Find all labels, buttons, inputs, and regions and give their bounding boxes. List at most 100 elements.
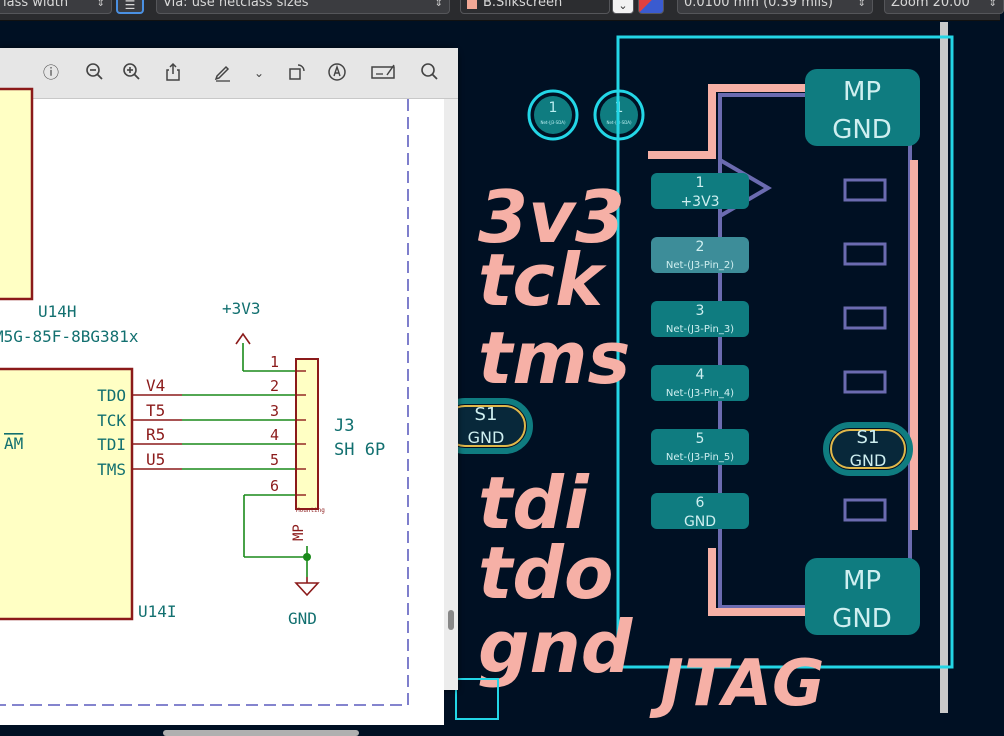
track-width-select[interactable]: lass width ⇕ bbox=[0, 0, 112, 14]
silk-label-jtag: JTAG bbox=[649, 647, 825, 721]
pad-4-net: Net-(J3-Pin_4) bbox=[666, 388, 734, 399]
s1-right-net: GND bbox=[850, 451, 887, 470]
j3-symbol bbox=[295, 358, 319, 510]
search-icon[interactable] bbox=[419, 62, 441, 84]
chevron-updown-icon: ⇕ bbox=[988, 0, 997, 9]
u14i-partial-pin: AM bbox=[4, 434, 23, 453]
layer-value: B.Silkscreen bbox=[483, 0, 563, 10]
j3-mounting-label: Mounting bbox=[296, 507, 325, 514]
pad-4[interactable]: 4 Net-(J3-Pin_4) bbox=[651, 365, 749, 401]
silk-label-3v3: 3v3 bbox=[478, 175, 625, 259]
gnd-label: GND bbox=[288, 609, 317, 628]
pad-4-number: 4 bbox=[696, 367, 705, 383]
pin-6-number: 6 bbox=[270, 477, 279, 495]
ball-u5: U5 bbox=[146, 450, 165, 469]
pad-2[interactable]: 2 Net-(J3-Pin_2) bbox=[651, 237, 749, 273]
power-label: +3V3 bbox=[222, 299, 261, 318]
silk-label-gnd: gnd bbox=[478, 605, 634, 689]
share-icon[interactable] bbox=[162, 62, 184, 84]
zoom-in-icon[interactable] bbox=[121, 62, 143, 84]
mp-top-label: MP bbox=[843, 77, 881, 107]
j3-pin-ticks bbox=[296, 370, 306, 496]
via-1-label: 1 bbox=[549, 100, 558, 116]
via-size-value: Via: use netclass sizes bbox=[163, 0, 309, 10]
markup-icon[interactable] bbox=[212, 62, 234, 84]
power-arrow bbox=[235, 332, 251, 345]
mp-top-net: GND bbox=[832, 115, 892, 145]
grid-select[interactable]: 0.0100 mm (0.39 mils) ⇕ bbox=[677, 0, 873, 14]
via-size-select[interactable]: Via: use netclass sizes ⇕ bbox=[156, 0, 450, 14]
form-icon[interactable] bbox=[371, 62, 397, 84]
silk-label-tms: tms bbox=[478, 316, 630, 400]
s1-left-label: S1 bbox=[475, 404, 498, 425]
chevron-down-icon[interactable]: ⌄ bbox=[253, 66, 265, 80]
u14h-symbol bbox=[0, 87, 34, 301]
pad-6-net: GND bbox=[684, 514, 716, 530]
bottom-partial-outlines bbox=[455, 678, 499, 720]
pin-4-number: 4 bbox=[270, 426, 279, 444]
pcb-canvas[interactable]: 1 Net-(J3-SDA) 1 Net-(J3-SDA) 1 +3V3 2 N… bbox=[0, 0, 1000, 721]
pad-5-number: 5 bbox=[696, 431, 705, 447]
mp-bottom-label: MP bbox=[843, 566, 881, 596]
zoom-out-icon[interactable] bbox=[84, 62, 106, 84]
chevron-updown-icon: ⇕ bbox=[96, 0, 105, 9]
vertical-scrollbar[interactable] bbox=[448, 610, 454, 630]
mp-pad-top[interactable]: MP GND bbox=[805, 69, 920, 146]
chevron-updown-icon: ⇕ bbox=[857, 0, 866, 9]
ball-v4: V4 bbox=[146, 376, 165, 395]
s1-right-label: S1 bbox=[857, 427, 880, 448]
pad-2-number: 2 bbox=[696, 239, 705, 255]
mp-pad-bottom[interactable]: MP GND bbox=[805, 558, 920, 635]
track-width-value: lass width bbox=[3, 0, 69, 10]
pad-3-number: 3 bbox=[696, 303, 705, 319]
mp-bottom-net: GND bbox=[832, 604, 892, 634]
pad-1[interactable]: 1 +3V3 bbox=[651, 173, 749, 210]
signal-tms: TMS bbox=[97, 460, 126, 479]
zoom-value: Zoom 20.00 bbox=[891, 0, 970, 10]
layer-select[interactable]: B.Silkscreen bbox=[460, 0, 610, 14]
annotate-icon[interactable] bbox=[326, 62, 348, 84]
chevron-updown-icon: ⇕ bbox=[434, 0, 443, 9]
pad-6[interactable]: 6 GND bbox=[651, 493, 749, 530]
pad-5[interactable]: 5 Net-(J3-Pin_5) bbox=[651, 429, 749, 465]
pad-3-net: Net-(J3-Pin_3) bbox=[666, 324, 734, 335]
viewer-toolbar: ⓘ ⌄ bbox=[0, 48, 458, 99]
pad-3[interactable]: 3 Net-(J3-Pin_3) bbox=[651, 301, 749, 337]
u14i-pin-stubs bbox=[132, 394, 182, 470]
board-edge bbox=[940, 22, 948, 713]
signal-tck: TCK bbox=[97, 411, 126, 430]
signal-wires bbox=[182, 343, 308, 577]
u14h-part: M5G-85F-8BG381x bbox=[0, 327, 139, 346]
layer-pair-button[interactable] bbox=[638, 0, 664, 14]
pad-5-net: Net-(J3-Pin_5) bbox=[666, 452, 734, 463]
silk-outline-bottom bbox=[708, 548, 808, 616]
silk-label-tdi: tdi bbox=[478, 461, 590, 545]
zoom-select[interactable]: Zoom 20.00 ⇕ bbox=[884, 0, 1004, 14]
layer-dropdown-button[interactable]: ⌄ bbox=[612, 0, 634, 14]
j3-ref: J3 bbox=[334, 416, 354, 436]
back-pad-outlines bbox=[843, 178, 887, 522]
silk-label-tck: tck bbox=[478, 238, 607, 322]
pin-2-number: 2 bbox=[270, 377, 279, 395]
info-icon[interactable]: ⓘ bbox=[42, 63, 59, 82]
sheet-border bbox=[0, 99, 409, 706]
ball-r5: R5 bbox=[146, 425, 165, 444]
u14i-symbol bbox=[0, 367, 134, 621]
schematic-viewer-window: ⓘ ⌄ U14H bbox=[0, 48, 458, 736]
via-1[interactable]: 1 Net-(J3-SDA) bbox=[527, 89, 579, 141]
schematic-page[interactable]: U14H M5G-85F-8BG381x U14I AM TDO TCK TDI… bbox=[0, 87, 444, 725]
horizontal-scrollbar[interactable] bbox=[163, 730, 359, 736]
pad-6-number: 6 bbox=[696, 495, 705, 511]
grid-value: 0.0100 mm (0.39 mils) bbox=[684, 0, 833, 10]
track-mode-button[interactable]: ☰ bbox=[116, 0, 144, 14]
u14i-ref: U14I bbox=[138, 602, 177, 621]
layer-color-swatch bbox=[467, 0, 477, 9]
gnd-symbol bbox=[294, 582, 320, 597]
chevron-down-icon: ⌄ bbox=[618, 0, 628, 12]
u14h-ref: U14H bbox=[38, 302, 77, 321]
rotate-icon[interactable] bbox=[286, 62, 308, 84]
signal-tdi: TDI bbox=[97, 435, 126, 454]
pin-5-number: 5 bbox=[270, 451, 279, 469]
s1-pad-right[interactable]: S1 GND bbox=[823, 422, 913, 476]
pin-1-number: 1 bbox=[270, 353, 279, 371]
